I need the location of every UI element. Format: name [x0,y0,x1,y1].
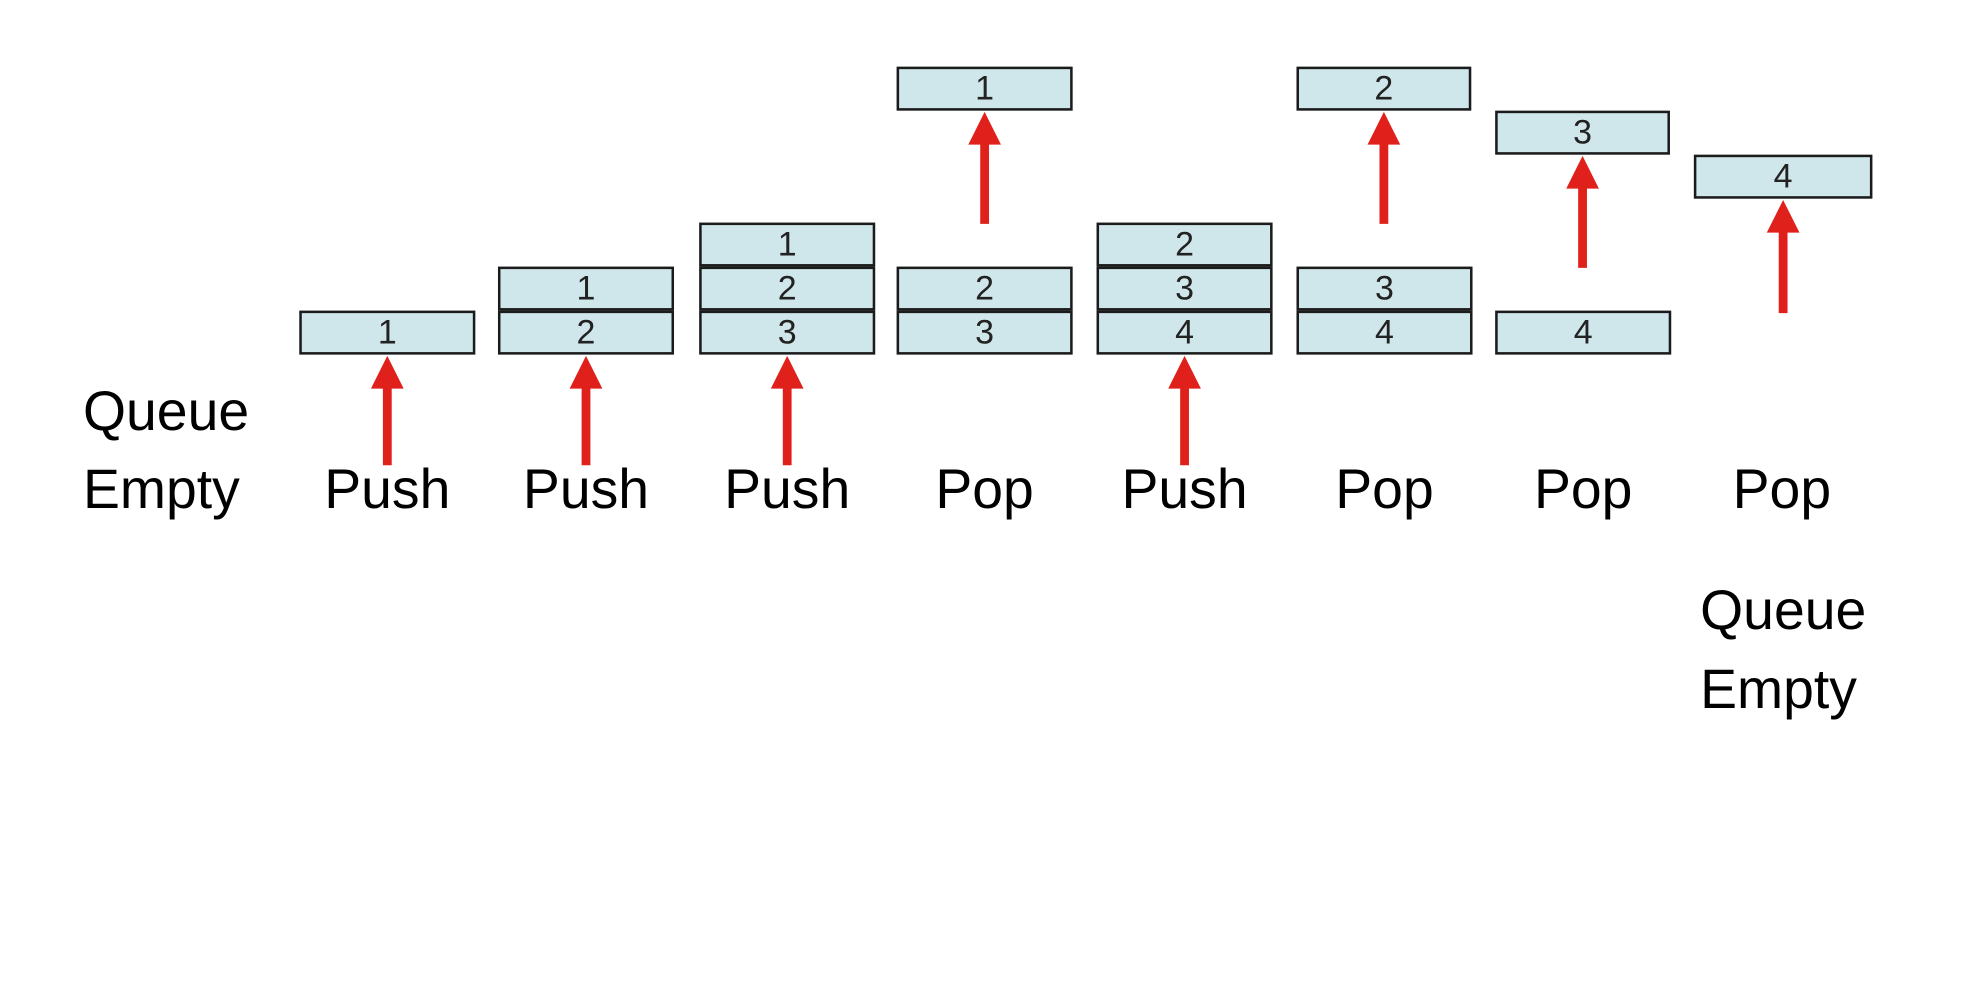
queue-empty-end-line1: Queue [1700,579,1867,642]
queue-cell-step2: 1 [497,266,675,311]
operation-label-step2: Push [522,458,650,521]
push-arrow-step5-icon [1168,355,1201,466]
pop-arrow-step4-icon [968,111,1001,224]
operation-label-step7: Pop [1533,458,1633,521]
operation-label-step6: Pop [1335,458,1434,521]
operation-label-step4: Pop [935,458,1034,521]
queue-cell-step2: 2 [497,310,675,355]
operation-label-step1: Push [324,458,451,521]
push-arrow-step1-icon [370,355,404,466]
queue-cell-step6: 3 [1296,266,1473,311]
queue-cell-step3: 1 [699,222,876,267]
queue-cell-step5: 3 [1096,266,1273,311]
queue-cell-step1: 1 [299,310,476,355]
push-arrow-step2-icon [569,355,603,466]
queue-cell-step5: 4 [1096,310,1273,355]
popped-cell-step6: 2 [1296,66,1472,111]
pop-arrow-step7-icon [1566,155,1599,268]
operation-label-step3: Push [724,458,851,521]
queue-cell-step3: 2 [699,266,876,311]
queue-cell-step4: 2 [896,266,1073,311]
pop-arrow-step8-icon [1766,199,1800,314]
popped-cell-step8: 4 [1693,154,1873,199]
operation-label-step5: Push [1121,458,1248,521]
push-arrow-step3-icon [770,355,804,466]
popped-cell-step4: 1 [896,66,1073,111]
queue-cell-step6: 4 [1296,310,1473,355]
queue-empty-end-line2: Empty [1700,658,1857,721]
queue-cell-step3: 3 [699,310,876,355]
arrows-layer [370,111,1800,466]
popped-cell-step7: 3 [1495,110,1670,155]
queue-empty-start-line1: Queue [82,381,250,443]
queue-cell-step5: 2 [1096,222,1273,267]
pop-arrow-step6-icon [1367,111,1401,224]
operation-label-step8: Pop [1732,458,1832,521]
queue-empty-start-line2: Empty [82,458,240,521]
queue-cell-step7: 4 [1495,310,1672,355]
queue-cell-step4: 3 [896,310,1073,355]
